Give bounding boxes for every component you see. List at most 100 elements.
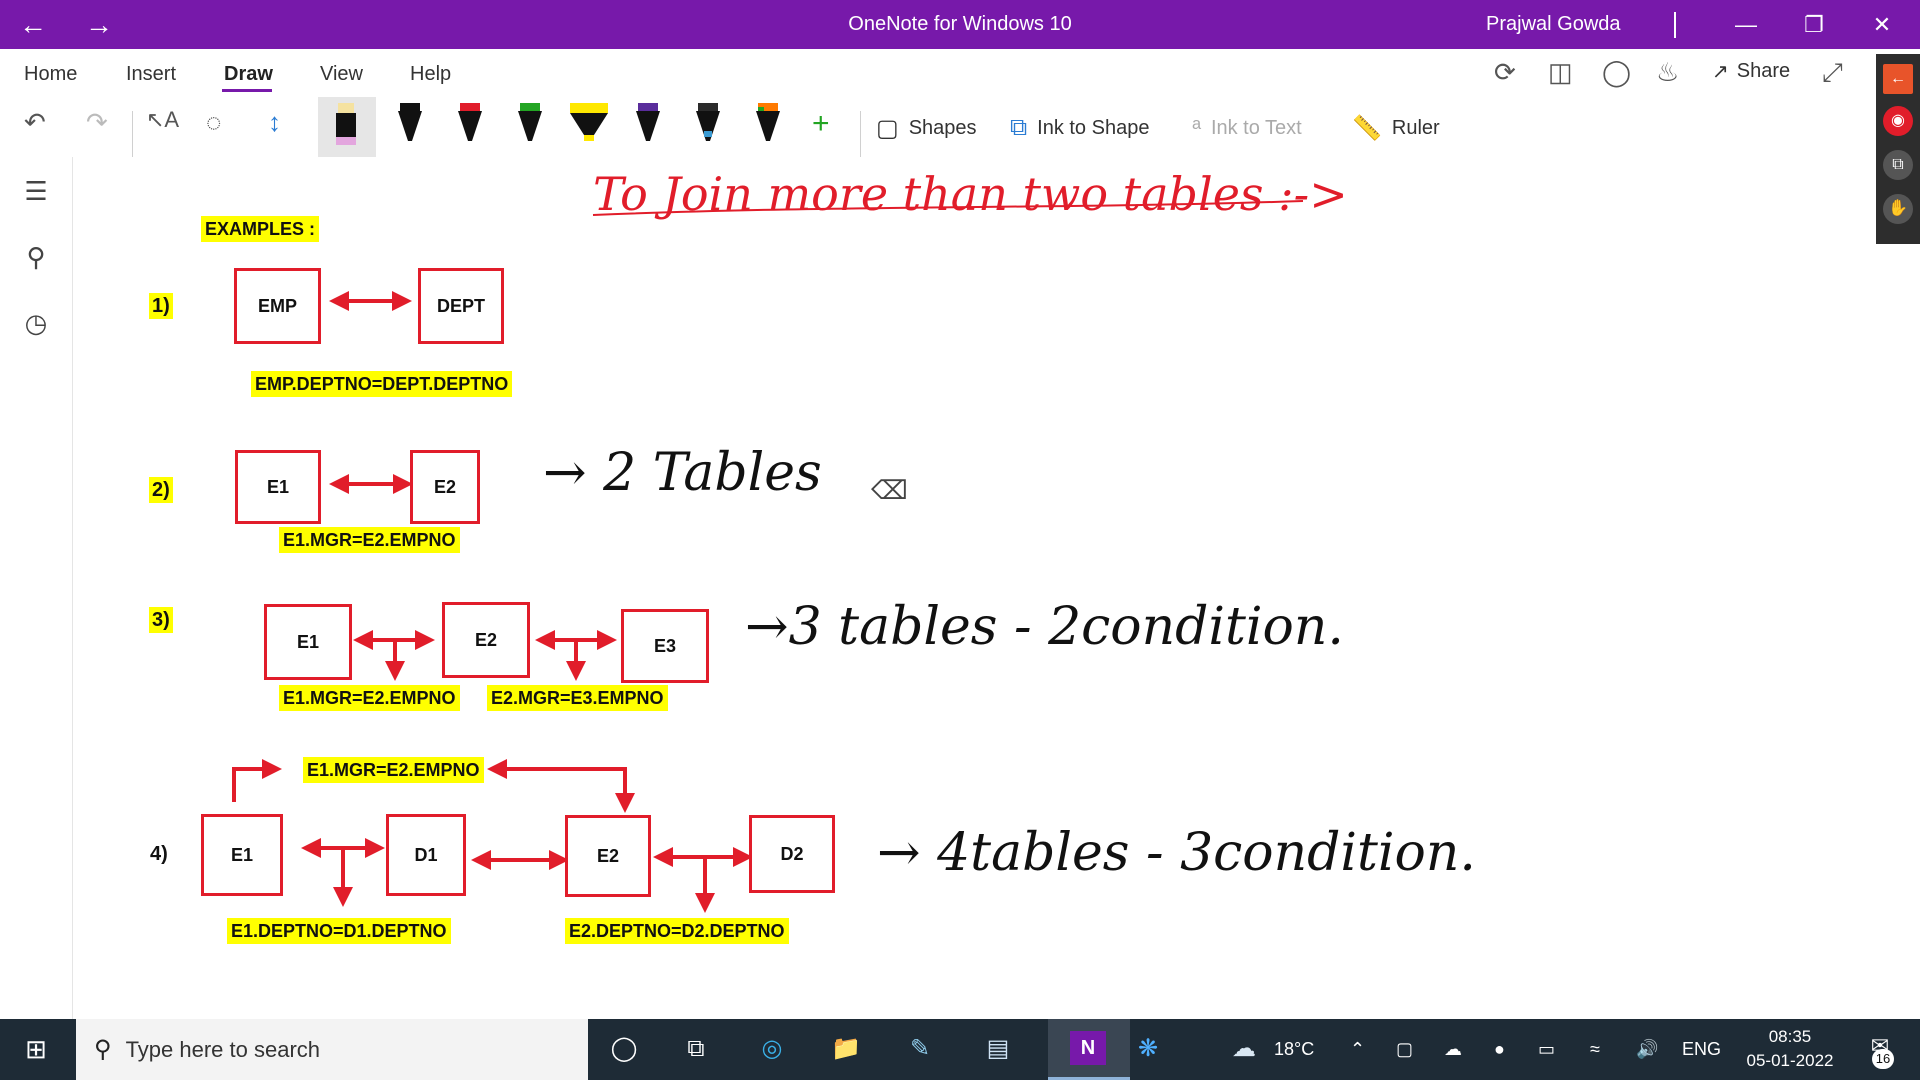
- ribbon: Home Insert Draw View Help ⟳ ◫ ◯ ♨ ↗ Sha…: [0, 49, 1876, 158]
- cortana-icon[interactable]: ◯: [610, 1035, 638, 1062]
- fullscreen-icon[interactable]: ⤢: [1822, 57, 1843, 87]
- table-box-e2: E2: [442, 602, 530, 678]
- settings-gear-icon[interactable]: ❋: [1137, 1035, 1159, 1062]
- microphone-tray-icon[interactable]: ●: [1494, 1039, 1505, 1059]
- example-4-number: 4): [150, 843, 168, 865]
- ribbon-separator: [860, 111, 861, 157]
- pen-black-icon[interactable]: [392, 101, 428, 147]
- back-arrow-icon[interactable]: ←: [19, 9, 47, 40]
- add-pen-icon[interactable]: +: [812, 107, 830, 140]
- redo-icon[interactable]: ↷: [86, 107, 108, 137]
- search-icon[interactable]: ⚲: [26, 242, 46, 272]
- notebook-pages-icon[interactable]: ◫: [1548, 57, 1573, 87]
- windows-start-icon[interactable]: ⊞: [25, 1034, 47, 1064]
- highlighter-yellow-icon[interactable]: [566, 101, 612, 147]
- table-box-d1: D1: [386, 814, 466, 896]
- table-box-e1: E1: [201, 814, 283, 896]
- screen-capture-icon[interactable]: ⧉: [1883, 150, 1913, 180]
- user-name[interactable]: Prajwal Gowda: [1486, 13, 1621, 35]
- forward-arrow-icon[interactable]: →: [85, 9, 113, 40]
- ruler-icon: 📏: [1352, 114, 1382, 142]
- input-language[interactable]: ENG: [1682, 1039, 1722, 1059]
- ink-to-shape-label: Ink to Shape: [1037, 116, 1150, 139]
- ink-to-shape-icon: ⧉: [1010, 114, 1028, 141]
- wifi-icon[interactable]: ≈: [1590, 1039, 1600, 1059]
- diagram-arrows: [232, 200, 1304, 913]
- tab-insert[interactable]: Insert: [126, 63, 177, 85]
- onedrive-cloud-icon[interactable]: ☁: [1444, 1039, 1462, 1059]
- onenote-taskbar-active[interactable]: N: [1048, 1019, 1130, 1080]
- handwritten-note: → 4tables - 3condition.: [877, 823, 1476, 883]
- ink-to-shape-button[interactable]: ⧉ Ink to Shape: [1010, 111, 1149, 145]
- eraser-cursor-icon: ⌫: [871, 475, 908, 505]
- microphone-icon[interactable]: ◉: [1883, 106, 1913, 136]
- ruler-label: Ruler: [1391, 116, 1440, 139]
- share-icon: ↗: [1712, 61, 1729, 83]
- example-1-number: 1): [149, 293, 173, 319]
- example-2-number: 2): [149, 477, 173, 503]
- select-text-icon[interactable]: ↖A: [146, 107, 180, 132]
- show-hidden-icons-chevron-icon[interactable]: ⌃: [1350, 1039, 1366, 1059]
- snip-tool-icon[interactable]: ✎: [909, 1035, 931, 1062]
- join-condition: E2.MGR=E3.EMPNO: [487, 685, 668, 711]
- shapes-button[interactable]: ▢ Shapes: [876, 111, 977, 145]
- pen-purple-icon[interactable]: [630, 101, 666, 147]
- taskbar: ⊞ ⚲ Type here to search ◯ ⧉ ◎ 📁 ✎ ▤ N ❋ …: [0, 1019, 1920, 1080]
- pen-red-icon[interactable]: [452, 101, 488, 147]
- join-condition: E1.DEPTNO=D1.DEPTNO: [227, 918, 451, 944]
- edge-browser-icon[interactable]: ◎: [761, 1035, 783, 1062]
- hand-pointer-icon[interactable]: ✋: [1883, 194, 1913, 224]
- active-tab-indicator: [222, 89, 272, 92]
- share-button[interactable]: ↗ Share: [1712, 59, 1790, 84]
- highlighter-pen-icon[interactable]: [328, 101, 364, 147]
- tab-home[interactable]: Home: [24, 63, 78, 85]
- minimize-button[interactable]: —: [1735, 12, 1757, 37]
- window-title: OneNote for Windows 10: [848, 13, 1072, 35]
- weather-cloud-icon[interactable]: ☁: [1232, 1035, 1256, 1062]
- ink-to-text-label: Ink to Text: [1210, 116, 1302, 139]
- restore-button[interactable]: ❐: [1804, 12, 1824, 37]
- share-label: Share: [1736, 60, 1791, 82]
- ribbon-separator: [132, 111, 133, 157]
- bell-icon[interactable]: ♨: [1656, 57, 1680, 87]
- search-placeholder: Type here to search: [125, 1036, 321, 1062]
- join-condition: E1.MGR=E2.EMPNO: [279, 685, 460, 711]
- pen-green-icon[interactable]: [512, 101, 548, 147]
- tab-view[interactable]: View: [320, 63, 363, 85]
- ink-to-text-button[interactable]: ᵃ Ink to Text: [1192, 111, 1302, 145]
- notebooks-icon[interactable]: ☰: [24, 176, 48, 206]
- collapse-arrow-icon[interactable]: ←: [1883, 64, 1913, 94]
- title-separator: [1674, 12, 1676, 38]
- ruler-button[interactable]: 📏 Ruler: [1352, 111, 1440, 145]
- file-explorer-icon[interactable]: 📁: [831, 1035, 861, 1062]
- task-view-icon[interactable]: ⧉: [687, 1035, 705, 1062]
- insert-space-icon[interactable]: ↕: [268, 107, 281, 137]
- handwritten-note: → 2 Tables: [543, 443, 822, 503]
- close-button[interactable]: ✕: [1872, 12, 1892, 37]
- weather-temperature[interactable]: 18°C: [1274, 1039, 1315, 1059]
- recent-clock-icon[interactable]: ◷: [24, 308, 48, 338]
- handwritten-note: →3 tables - 2condition.: [745, 597, 1344, 657]
- left-navigation-rail: ☰ ⚲ ◷: [0, 157, 73, 1019]
- clock[interactable]: 08:35 05-01-2022: [1738, 1025, 1842, 1073]
- meet-now-icon[interactable]: ▢: [1396, 1039, 1414, 1059]
- sync-icon[interactable]: ⟳: [1494, 57, 1516, 87]
- tab-draw[interactable]: Draw: [224, 63, 273, 85]
- join-condition: E1.MGR=E2.EMPNO: [279, 527, 460, 553]
- note-canvas[interactable]: To Join more than two tables :-> EXAMPLE…: [73, 157, 1876, 1019]
- lasso-select-icon[interactable]: ◌: [206, 107, 222, 137]
- tab-help[interactable]: Help: [410, 63, 452, 85]
- join-condition: E2.DEPTNO=D2.DEPTNO: [565, 918, 789, 944]
- join-condition: EMP.DEPTNO=DEPT.DEPTNO: [251, 371, 513, 397]
- battery-icon[interactable]: ▭: [1538, 1039, 1556, 1059]
- taskbar-search-box[interactable]: ⚲ Type here to search: [76, 1019, 588, 1080]
- undo-icon[interactable]: ↶: [24, 107, 46, 137]
- table-box-e2: E2: [410, 450, 480, 524]
- volume-icon[interactable]: 🔊: [1636, 1039, 1659, 1059]
- pen-galaxy-icon[interactable]: [690, 101, 726, 147]
- paint-app-icon[interactable]: ▤: [986, 1035, 1010, 1062]
- search-icon: ⚲: [94, 1036, 112, 1063]
- lightbulb-icon[interactable]: ◯: [1602, 57, 1632, 87]
- shapes-icon: ▢: [876, 114, 899, 142]
- pen-rainbow-icon[interactable]: [750, 101, 786, 147]
